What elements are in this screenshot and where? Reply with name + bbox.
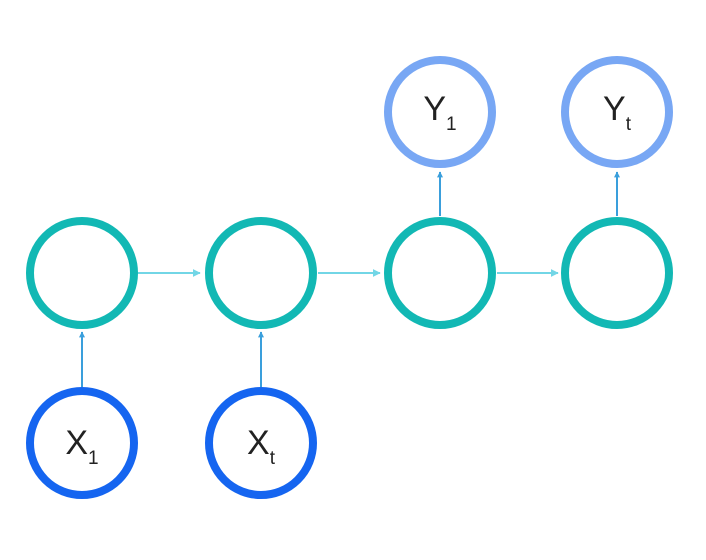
output-1-subscript: 1 (446, 114, 457, 135)
output-2-subscript: t (626, 114, 632, 135)
input-1-subscript: 1 (88, 448, 99, 469)
input-2-subscript: t (270, 448, 276, 469)
output-node-2: Yt (561, 56, 673, 168)
input-1-label: X (65, 424, 88, 462)
output-1-label: Y (423, 90, 446, 128)
svg-text:X1: X1 (65, 424, 98, 469)
hidden-node-4 (561, 217, 673, 329)
output-2-label: Y (603, 90, 626, 128)
input-node-2: Xt (205, 387, 317, 499)
input-node-1: X1 (26, 387, 138, 499)
svg-text:Yt: Yt (603, 90, 632, 135)
svg-text:Xt: Xt (247, 424, 276, 469)
svg-text:Y1: Y1 (423, 90, 456, 135)
input-2-label: X (247, 424, 270, 462)
hidden-node-3 (384, 217, 496, 329)
hidden-node-1 (26, 217, 138, 329)
output-node-1: Y1 (384, 56, 496, 168)
hidden-node-2 (205, 217, 317, 329)
